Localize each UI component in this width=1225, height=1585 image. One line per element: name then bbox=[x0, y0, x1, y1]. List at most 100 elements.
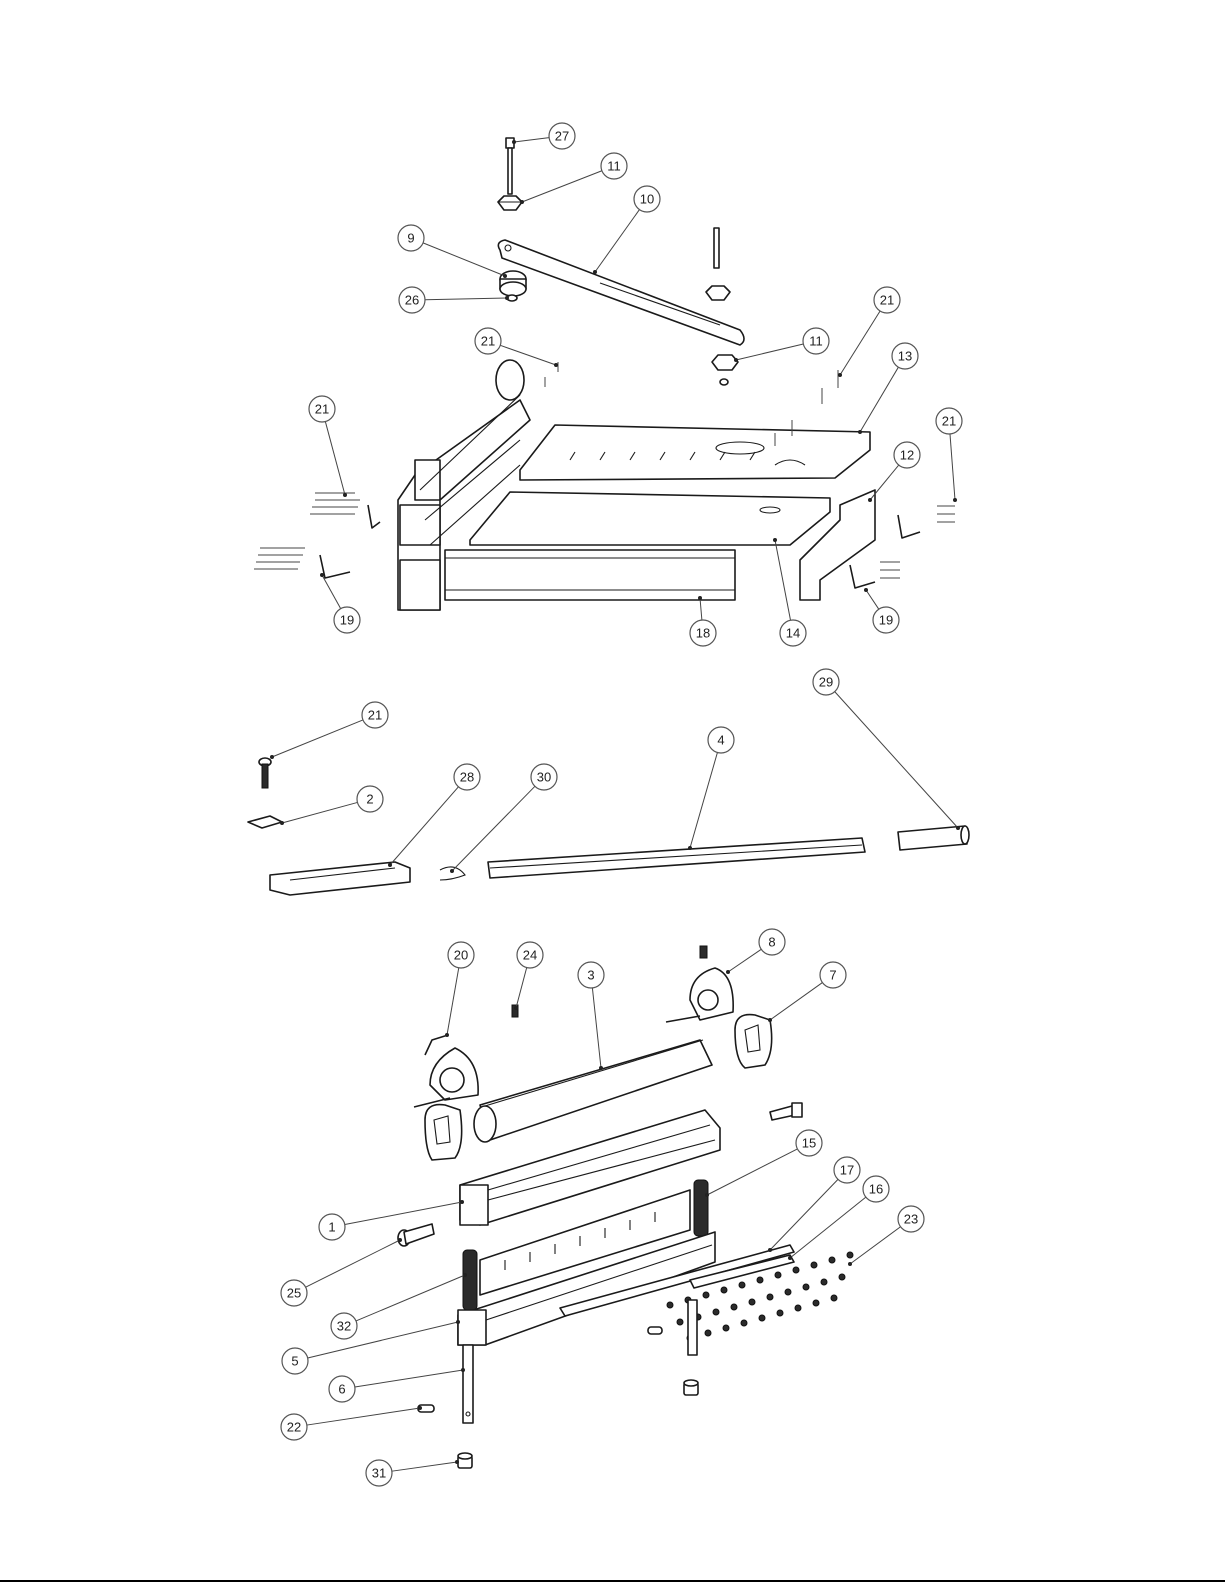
callout-leader-line bbox=[770, 983, 822, 1020]
callout-leader-line bbox=[308, 1322, 458, 1358]
callout-24: 24 bbox=[514, 942, 543, 1010]
callout-leader-tip bbox=[456, 1320, 460, 1324]
callout-label: 19 bbox=[879, 613, 893, 628]
bolt-27 bbox=[506, 138, 514, 194]
callout-13: 13 bbox=[858, 343, 918, 434]
callout-leader-line bbox=[860, 367, 898, 432]
callout-label: 20 bbox=[454, 948, 468, 963]
callout-9: 9 bbox=[398, 225, 507, 278]
callout-label: 32 bbox=[337, 1319, 351, 1334]
callout-leader-tip bbox=[864, 588, 868, 592]
callout-21: 21 bbox=[936, 408, 962, 502]
callout-leader-line bbox=[423, 243, 505, 276]
bottom-assembly bbox=[398, 946, 853, 1468]
callout-19: 19 bbox=[864, 588, 899, 633]
callout-2: 2 bbox=[280, 786, 383, 825]
callout-leader-line bbox=[728, 949, 761, 972]
screws-21-left-bottom bbox=[254, 548, 305, 569]
callout-label: 21 bbox=[368, 708, 382, 723]
callout-label: 5 bbox=[291, 1354, 298, 1369]
callout-leader-line bbox=[425, 298, 507, 300]
callout-28: 28 bbox=[388, 764, 480, 867]
angle-bracket-19-right bbox=[850, 565, 875, 588]
callout-leader-line bbox=[282, 802, 357, 823]
callout-leader-tip bbox=[460, 1200, 464, 1204]
callout-leader-line bbox=[775, 540, 791, 620]
callout-leader-tip bbox=[953, 498, 957, 502]
callout-leader-line bbox=[870, 465, 899, 500]
page-bottom-rule bbox=[0, 1580, 1225, 1582]
callout-leader-line bbox=[595, 210, 639, 272]
callout-label: 23 bbox=[904, 1212, 918, 1227]
rod-4 bbox=[488, 838, 865, 878]
callout-label: 28 bbox=[460, 770, 474, 785]
callout-label: 4 bbox=[717, 733, 724, 748]
middle-row bbox=[248, 758, 969, 895]
callout-leader-tip bbox=[788, 1256, 792, 1260]
callout-leader-tip bbox=[505, 296, 509, 300]
callout-32: 32 bbox=[331, 1273, 467, 1339]
callout-label: 15 bbox=[802, 1136, 816, 1151]
callout-leader-line bbox=[345, 1202, 462, 1225]
callout-leader-tip bbox=[445, 1033, 449, 1037]
callout-label: 24 bbox=[523, 948, 537, 963]
screws-21-left-top bbox=[310, 493, 360, 514]
callout-5: 5 bbox=[282, 1320, 460, 1374]
beam-18 bbox=[445, 550, 735, 600]
callout-leader-tip bbox=[734, 358, 738, 362]
handle-bar-28 bbox=[270, 862, 410, 895]
callout-label: 26 bbox=[405, 293, 419, 308]
callout-leader-tip bbox=[455, 1460, 459, 1464]
callout-31: 31 bbox=[366, 1460, 459, 1486]
callout-leader-tip bbox=[450, 869, 454, 873]
callout-leader-line bbox=[322, 575, 341, 609]
callout-label: 8 bbox=[768, 935, 775, 950]
callout-4: 4 bbox=[688, 727, 734, 850]
nut-11-top bbox=[498, 196, 522, 210]
bolt-right bbox=[706, 228, 730, 300]
callout-29: 29 bbox=[813, 669, 960, 830]
callout-label: 25 bbox=[287, 1286, 301, 1301]
foot-31-right bbox=[684, 1380, 698, 1395]
callout-label: 22 bbox=[287, 1420, 301, 1435]
callout-leader-tip bbox=[726, 970, 730, 974]
pin-25 bbox=[398, 1224, 434, 1246]
screw-8-top bbox=[700, 946, 707, 958]
callout-label: 10 bbox=[640, 192, 654, 207]
callout-label: 16 bbox=[869, 1182, 883, 1197]
callout-leader-tip bbox=[848, 1262, 852, 1266]
callout-leader-line bbox=[392, 1462, 457, 1471]
spring-15 bbox=[694, 1180, 708, 1236]
callout-15: 15 bbox=[705, 1130, 822, 1197]
callout-leader-tip bbox=[768, 1248, 772, 1252]
callout-21: 21 bbox=[475, 328, 558, 367]
cam-left bbox=[425, 1105, 462, 1160]
callout-label: 12 bbox=[900, 448, 914, 463]
callout-leader-tip bbox=[270, 755, 274, 759]
callout-label: 11 bbox=[809, 334, 823, 349]
callout-leader-line bbox=[516, 968, 527, 1008]
callout-label: 21 bbox=[942, 414, 956, 429]
callout-leader-line bbox=[390, 787, 458, 865]
callout-leader-tip bbox=[705, 1193, 709, 1197]
callout-label: 29 bbox=[819, 675, 833, 690]
callout-leader-tip bbox=[280, 821, 284, 825]
callout-label: 31 bbox=[372, 1466, 386, 1481]
callout-leader-tip bbox=[599, 1066, 603, 1070]
clamp-left bbox=[414, 1048, 478, 1107]
callout-leader-line bbox=[866, 590, 879, 609]
callout-leader-line bbox=[272, 720, 363, 757]
callout-leader-line bbox=[447, 968, 459, 1035]
callout-label: 11 bbox=[607, 159, 621, 174]
callout-label: 7 bbox=[829, 968, 836, 983]
callout-17: 17 bbox=[768, 1157, 860, 1252]
callout-leader-tip bbox=[688, 846, 692, 850]
bolt-right-mid bbox=[770, 1103, 802, 1120]
callout-leader-line bbox=[356, 1275, 465, 1321]
callout-21: 21 bbox=[838, 287, 900, 377]
callout-3: 3 bbox=[578, 962, 604, 1070]
callout-label: 21 bbox=[880, 293, 894, 308]
callout-26: 26 bbox=[399, 287, 509, 313]
callout-leader-line bbox=[840, 311, 880, 375]
callout-11: 11 bbox=[734, 328, 829, 362]
